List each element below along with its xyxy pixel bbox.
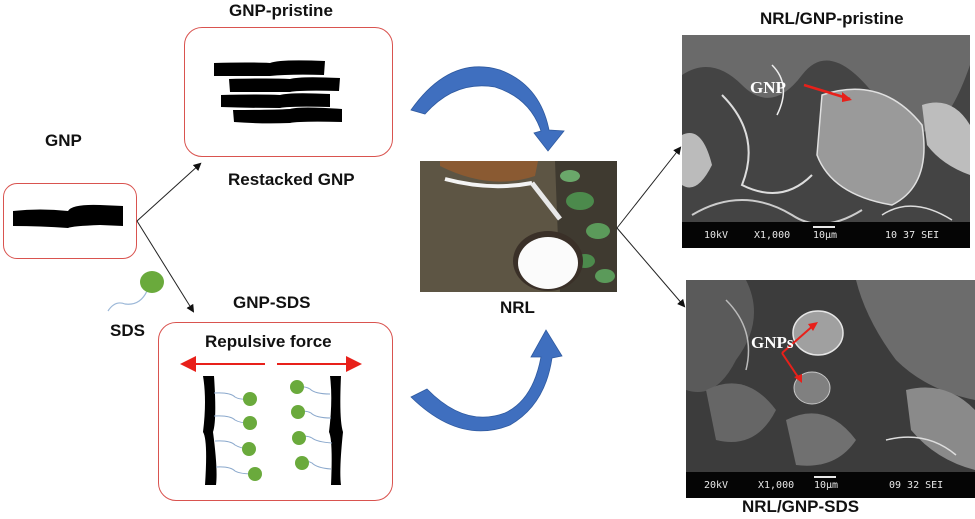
sem-bottom-info-bar: 20kV X1,000 10µm 09 32 SEI xyxy=(686,472,975,498)
sem-bottom-info: 09 32 SEI xyxy=(889,480,944,491)
curved-arrow-top xyxy=(410,66,565,152)
sds-left-heads xyxy=(242,392,262,481)
restacked-gnp-label: Restacked GNP xyxy=(228,170,355,189)
sds-right-heads xyxy=(290,380,309,470)
nrl-photo xyxy=(420,161,617,292)
gnp-pristine-label: GNP-pristine xyxy=(229,1,333,20)
sem-bottom-scale: 10µm xyxy=(814,480,839,491)
curved-arrow-bottom xyxy=(410,329,563,432)
arrow-to-nrl-gnp-sds xyxy=(616,227,686,308)
sem-top-info-bar: 10kV X1,000 10µm 10 37 SEI xyxy=(682,222,970,248)
sem-bottom-gnp-particle-1 xyxy=(792,310,844,356)
sem-bottom-annotation: GNPs xyxy=(751,333,794,352)
sem-texture-bottom xyxy=(686,280,975,498)
sem-top-voltage: 10kV xyxy=(704,230,729,241)
sem-bottom-voltage: 20kV xyxy=(704,480,729,491)
repulsive-force-label: Repulsive force xyxy=(205,332,332,351)
sds-label: SDS xyxy=(110,321,145,340)
gnp-sds-sheet-right xyxy=(329,376,343,485)
nrl-label: NRL xyxy=(500,298,535,317)
sem-top-scale-bar xyxy=(813,226,835,228)
nrl-gnp-pristine-label: NRL/GNP-pristine xyxy=(760,9,904,28)
sem-top-info: 10 37 SEI xyxy=(885,230,940,241)
sem-texture-top xyxy=(682,35,970,248)
sem-top-scale: 10µm xyxy=(813,230,838,241)
gnp-single-sheet xyxy=(13,204,123,228)
sds-molecule-icon xyxy=(107,271,164,312)
sem-bottom-pointer-arrow-2 xyxy=(781,352,801,381)
nrl-gnp-sds-label: NRL/GNP-SDS xyxy=(742,497,860,516)
gnp-sds-label: GNP-SDS xyxy=(233,293,311,312)
sem-bottom-gnp-particle-2 xyxy=(793,371,831,405)
sem-bottom-pointer-arrow-1 xyxy=(781,323,816,354)
gnp-sds-sheet-left xyxy=(203,376,217,485)
sem-top-magnification: X1,000 xyxy=(754,230,791,241)
gnp-label: GNP xyxy=(45,131,82,150)
gnp-sds-box xyxy=(158,322,393,501)
arrow-to-nrl-gnp-pristine xyxy=(616,146,682,229)
nrl-photo-drawing xyxy=(420,161,617,292)
restacked-gnp-sheets xyxy=(214,60,342,124)
sem-image-nrl-gnp-sds: GNPs 20kV X1,000 10µm 09 32 SEI xyxy=(686,280,975,498)
sem-top-annotation: GNP xyxy=(750,78,786,97)
sem-image-nrl-gnp-pristine: GNP 10kV X1,000 10µm 10 37 SEI xyxy=(682,35,970,248)
sem-bottom-scale-bar xyxy=(814,476,836,478)
sem-bottom-magnification: X1,000 xyxy=(758,480,795,491)
arrow-to-gnp-pristine xyxy=(136,162,202,222)
arrow-to-gnp-sds xyxy=(136,220,195,313)
